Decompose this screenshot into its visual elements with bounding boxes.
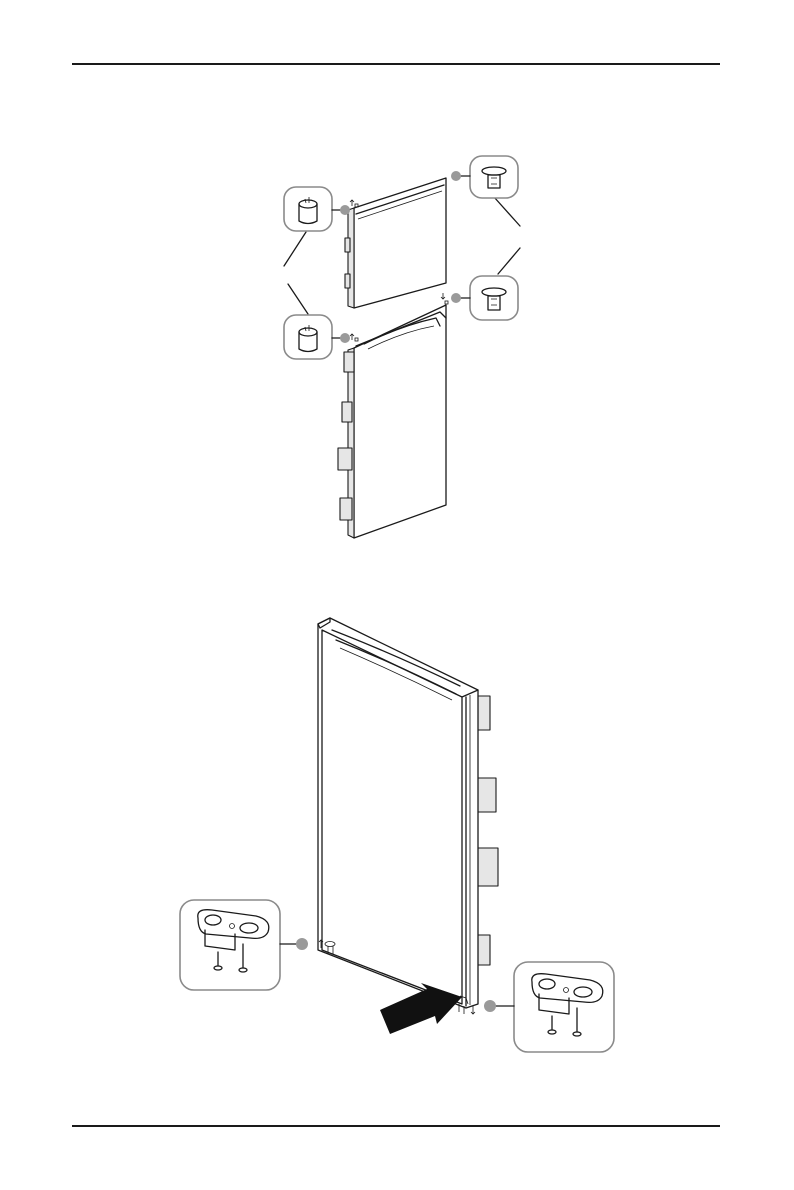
marker-dot (484, 1000, 496, 1012)
hinge-pin-callout-bottom (451, 276, 518, 320)
marker-dot (451, 293, 461, 303)
upper-figure (284, 156, 520, 538)
refrigerator-door (338, 293, 448, 538)
marker-dot (296, 938, 308, 950)
refrigerator-door-front (318, 618, 478, 1008)
leader-line-left-top (284, 232, 306, 266)
hinge-pin-callout-top (451, 156, 518, 198)
door-bins (476, 696, 498, 965)
hinge-cap-callout-top (284, 187, 350, 231)
marker-dot (340, 205, 350, 215)
lower-hinge-bracket-callout-left (180, 900, 308, 990)
marker-dot (451, 171, 461, 181)
marker-dot (340, 333, 350, 343)
lower-figure (180, 618, 614, 1052)
leader-line-right-top (494, 197, 520, 226)
leader-line-left-bottom (288, 284, 308, 314)
freezer-door (345, 178, 446, 308)
lower-hinge-bracket-callout-right (484, 962, 614, 1052)
leader-line-right-bottom (498, 248, 520, 274)
hinge-cap-callout-bottom (284, 315, 350, 359)
